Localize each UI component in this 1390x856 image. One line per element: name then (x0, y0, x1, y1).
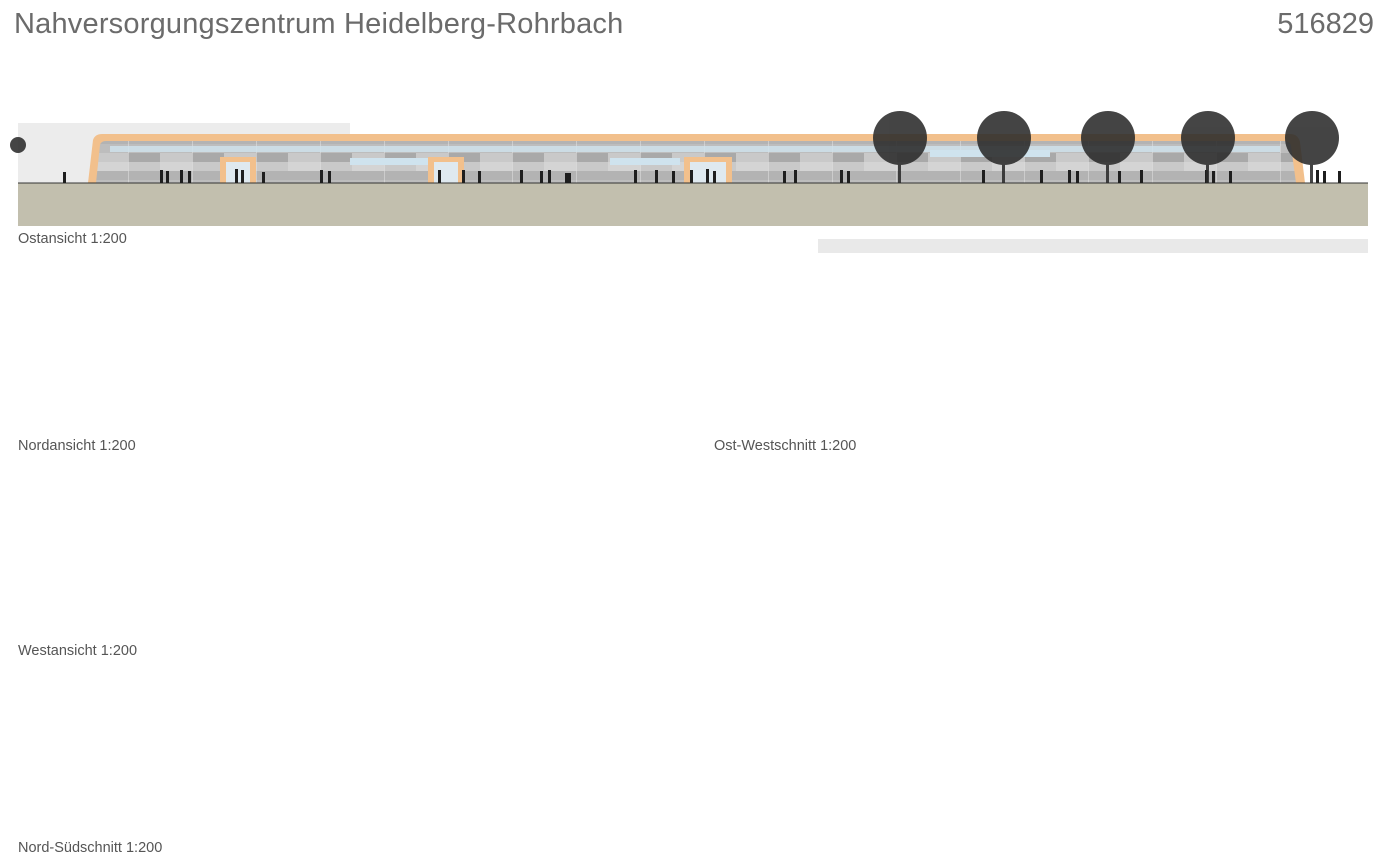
caption-west-elevation: Westansicht 1:200 (18, 643, 138, 659)
sheet-number: 516829 (1277, 8, 1374, 40)
sheet-title: Nahversorgungszentrum Heidelberg-Rohrbac… (14, 8, 624, 40)
caption-north-elevation: Nordansicht 1:200 (18, 438, 136, 454)
east-elevation (10, 111, 1368, 253)
caption-east-west-section: Ost-Westschnitt 1:200 (714, 438, 857, 454)
caption-north-south-section: Nord-Südschnitt 1:200 (18, 840, 163, 856)
caption-east-elevation: Ostansicht 1:200 (18, 231, 127, 247)
